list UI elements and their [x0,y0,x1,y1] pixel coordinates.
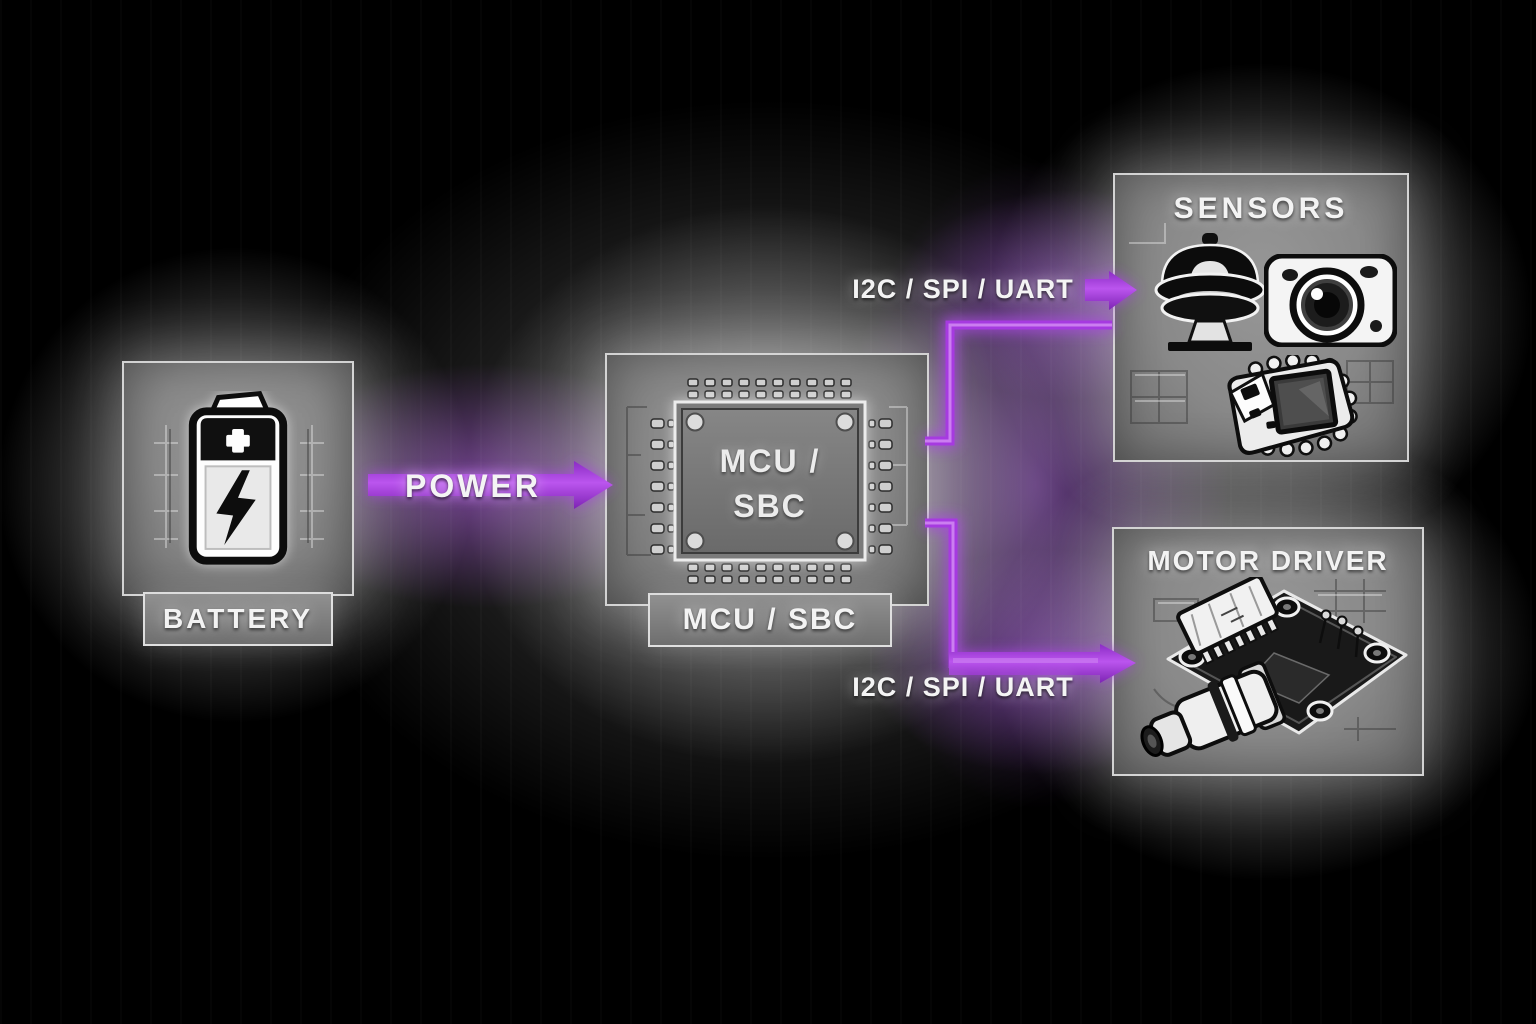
motor-driver-board-icon [1140,577,1408,757]
power-arrow-label: POWER [405,468,541,504]
camera-icon [1264,254,1397,347]
bus-to-motor-driver-label: I2C / SPI / UART [852,672,1074,702]
mcu-chip-line1: MCU / [719,443,821,479]
sketch-decoration [154,425,324,548]
mcu-label: MCU / SBC [648,593,892,647]
mcu-node: MCU / SBC [605,353,929,606]
mcu-chip-line2: SBC [733,488,807,524]
mcu-chip-text: MCU / SBC [675,439,865,529]
mcu-label-text: MCU / SBC [682,603,858,636]
sensors-title: SENSORS [1173,192,1349,225]
imu-chip-icon [1227,355,1358,458]
ultrasonic-sensor-icon [1154,233,1266,351]
motor-driver-node: MOTOR DRIVER [1112,527,1424,776]
bus-to-sensors-label: I2C / SPI / UART [852,274,1074,304]
battery-node [122,361,354,596]
sensors-node: SENSORS [1113,173,1409,462]
battery-label: BATTERY [143,592,333,646]
battery-label-text: BATTERY [162,603,314,634]
battery-icon [188,391,288,565]
motor-driver-title: MOTOR DRIVER [1147,545,1389,576]
